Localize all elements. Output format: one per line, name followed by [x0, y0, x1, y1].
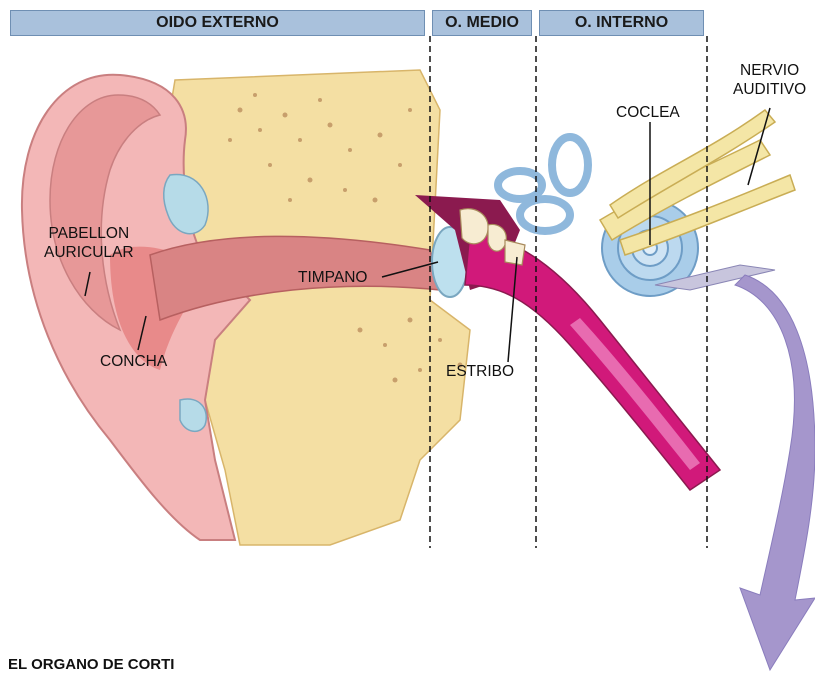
label-timpano: TIMPANO — [298, 268, 367, 287]
tube-highlight — [570, 318, 700, 470]
corti-arrow — [735, 275, 815, 670]
label-concha: CONCHA — [100, 352, 167, 371]
label-pabellon-line1: PABELLON — [44, 224, 134, 243]
label-estribo: ESTRIBO — [446, 362, 514, 381]
footer-title: EL ORGANO DE CORTI — [8, 656, 174, 673]
semicircular-canals — [498, 137, 588, 231]
label-nervio-auditivo: NERVIO AUDITIVO — [733, 61, 806, 99]
label-pabellon-line2: AURICULAR — [44, 243, 134, 262]
label-coclea: COCLEA — [616, 103, 680, 122]
label-nervio-line2: AUDITIVO — [733, 80, 806, 99]
label-nervio-line1: NERVIO — [733, 61, 806, 80]
label-pabellon-auricular: PABELLON AURICULAR — [44, 224, 134, 262]
